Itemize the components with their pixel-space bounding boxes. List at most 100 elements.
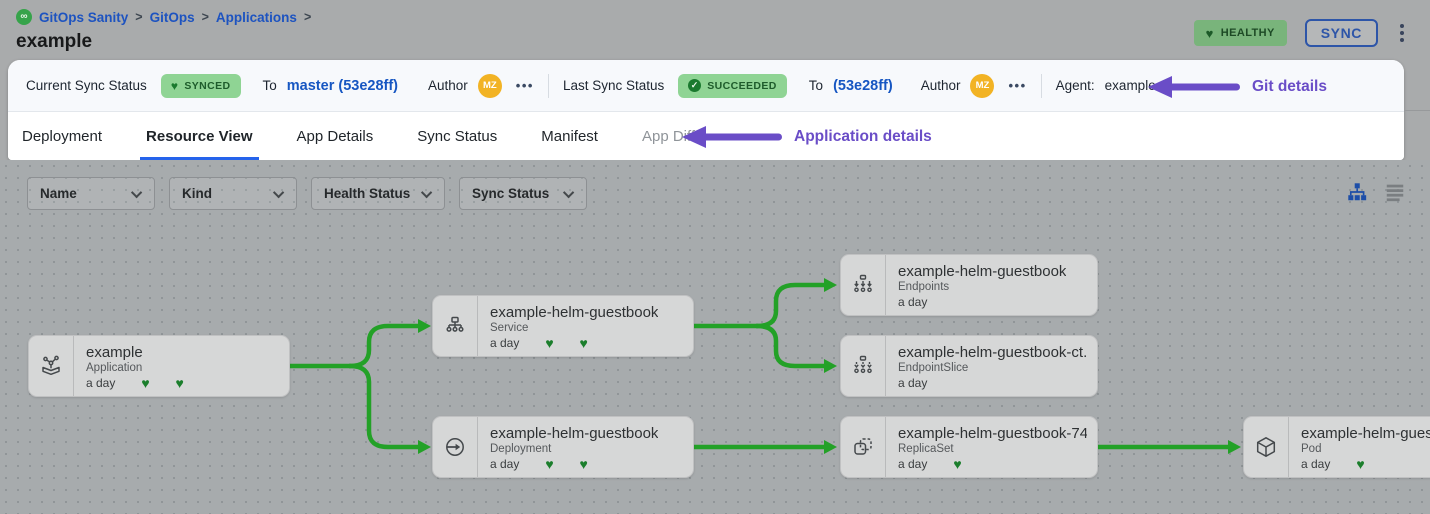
last-sync-label: Last Sync Status [562,78,665,93]
more-options-icon[interactable]: ••• [515,78,534,93]
check-circle-icon: ✓ [688,79,702,92]
health-status-filter-label: Health Status [324,186,411,201]
breadcrumb-separator: > [201,10,209,24]
tree-node-application[interactable]: example Application a day ♥ ♥ [28,335,290,397]
node-age: a day [1301,456,1331,471]
health-hearts-icon: ♥ [953,455,962,472]
git-details-annotation-text: Git details [1252,78,1327,95]
gitops-logo-icon: ∞ [16,9,32,25]
heart-icon: ♥ [170,78,179,93]
node-age: a day [490,335,520,350]
view-toggle [1346,181,1406,203]
node-title: example-helm-guestbook-ct... [898,343,1087,361]
agent-label: Agent: [1055,78,1095,93]
tree-node-deployment[interactable]: example-helm-guestbook Deployment a day … [432,416,694,478]
application-icon [29,336,74,396]
health-status-label: HEALTHY [1220,27,1275,39]
breadcrumb: ∞ GitOps Sanity > GitOps > Applications … [16,9,311,25]
last-to-label: To [808,78,824,93]
synced-status-pill: ♥ SYNCED [160,73,241,98]
page-title: example [16,31,93,52]
divider [1404,110,1430,111]
breadcrumb-link-gitops[interactable]: GitOps [149,9,195,25]
divider [1040,73,1042,98]
node-kind: Service [490,321,529,334]
breadcrumb-separator: > [135,10,143,24]
node-title: example-helm-guestbook [1301,424,1430,442]
sync-status-filter-label: Sync Status [472,186,550,201]
node-kind: Application [86,361,143,374]
tab-deployment[interactable]: Deployment [22,127,103,145]
breadcrumb-link-account[interactable]: GitOps Sanity [39,9,129,25]
sync-button[interactable]: SYNC [1304,19,1378,47]
current-sync-label: Current Sync Status [26,78,147,93]
current-sync-target-link[interactable]: master (53e28ff) [286,77,399,94]
list-view-icon[interactable] [1384,181,1406,203]
succeeded-status-text: SUCCEEDED [707,79,777,92]
node-age: a day [898,375,928,390]
chevron-down-icon [562,186,575,198]
tab-manifest[interactable]: Manifest [541,127,598,145]
current-author-label: Author [428,78,468,93]
health-status-filter-dropdown[interactable]: Health Status [311,177,445,210]
last-sync-target-link[interactable]: (53e28ff) [833,77,893,94]
kind-filter-dropdown[interactable]: Kind [169,177,297,210]
synced-status-text: SYNCED [184,79,231,92]
tree-node-endpoints[interactable]: example-helm-guestbook Endpoints a day [840,254,1098,316]
tree-node-pod[interactable]: example-helm-guestbook Pod a day ♥ [1243,416,1430,478]
node-kind: Deployment [490,442,552,455]
tree-node-service[interactable]: example-helm-guestbook Service a day ♥ ♥ [432,295,694,357]
sync-status-filter-dropdown[interactable]: Sync Status [459,177,587,210]
health-hearts-icon: ♥ ♥ [545,334,588,351]
node-age: a day [490,456,520,471]
filter-bar: Name Kind Health Status Sync Status [27,177,587,210]
chevron-down-icon [420,186,433,198]
tab-resource-view[interactable]: Resource View [140,112,259,160]
node-title: example-helm-guestbook [898,262,1067,280]
deployment-icon [433,417,478,477]
node-kind: Pod [1301,442,1322,455]
node-title: example-helm-guestbook [490,424,659,442]
heart-icon: ♥ [1205,25,1214,41]
pod-icon [1244,417,1289,477]
breadcrumb-link-applications[interactable]: Applications [215,9,297,25]
kebab-menu-icon[interactable] [1396,22,1408,44]
endpoints-icon [841,255,886,315]
agent-value: example [1104,78,1156,93]
breadcrumb-separator: > [303,10,312,24]
left-arrow-icon [682,126,782,148]
tab-app-details[interactable]: App Details [296,127,374,145]
node-kind: EndpointSlice [898,361,969,374]
tree-node-endpointslice[interactable]: example-helm-guestbook-ct... EndpointSli… [840,335,1098,397]
tree-view-icon[interactable] [1346,181,1368,203]
author-avatar: MZ [970,73,995,98]
tab-app-diff[interactable]: App Diff [641,127,696,145]
application-details-annotation-text: Application details [794,128,932,145]
left-arrow-icon [1148,76,1240,98]
node-title: example-helm-guestbook [490,303,659,321]
tab-sync-status[interactable]: Sync Status [417,127,498,145]
name-filter-dropdown[interactable]: Name [27,177,155,210]
current-to-label: To [262,78,277,93]
name-filter-label: Name [40,186,77,201]
health-hearts-icon: ♥ ♥ [545,455,588,472]
health-hearts-icon: ♥ [1356,455,1365,472]
application-details-annotation: Application details [682,124,932,150]
succeeded-status-pill: ✓ SUCCEEDED [678,73,787,98]
health-hearts-icon: ♥ ♥ [141,374,184,391]
node-kind: Endpoints [898,280,950,293]
kind-filter-label: Kind [182,186,212,201]
node-title: example-helm-guestbook-74... [898,424,1087,442]
chevron-down-icon [130,186,143,198]
endpointslice-icon [841,336,886,396]
tree-node-replicaset[interactable]: example-helm-guestbook-74... ReplicaSet … [840,416,1098,478]
node-age: a day [898,294,928,309]
author-avatar: MZ [477,73,502,98]
header-actions: ♥ HEALTHY SYNC [1193,19,1408,47]
divider [547,73,549,98]
replicaset-icon [841,417,886,477]
resource-tree-canvas[interactable]: Name Kind Health Status Sync Status [0,160,1430,514]
top-header: ∞ GitOps Sanity > GitOps > Applications … [0,0,1430,60]
more-options-icon[interactable]: ••• [1008,78,1027,93]
